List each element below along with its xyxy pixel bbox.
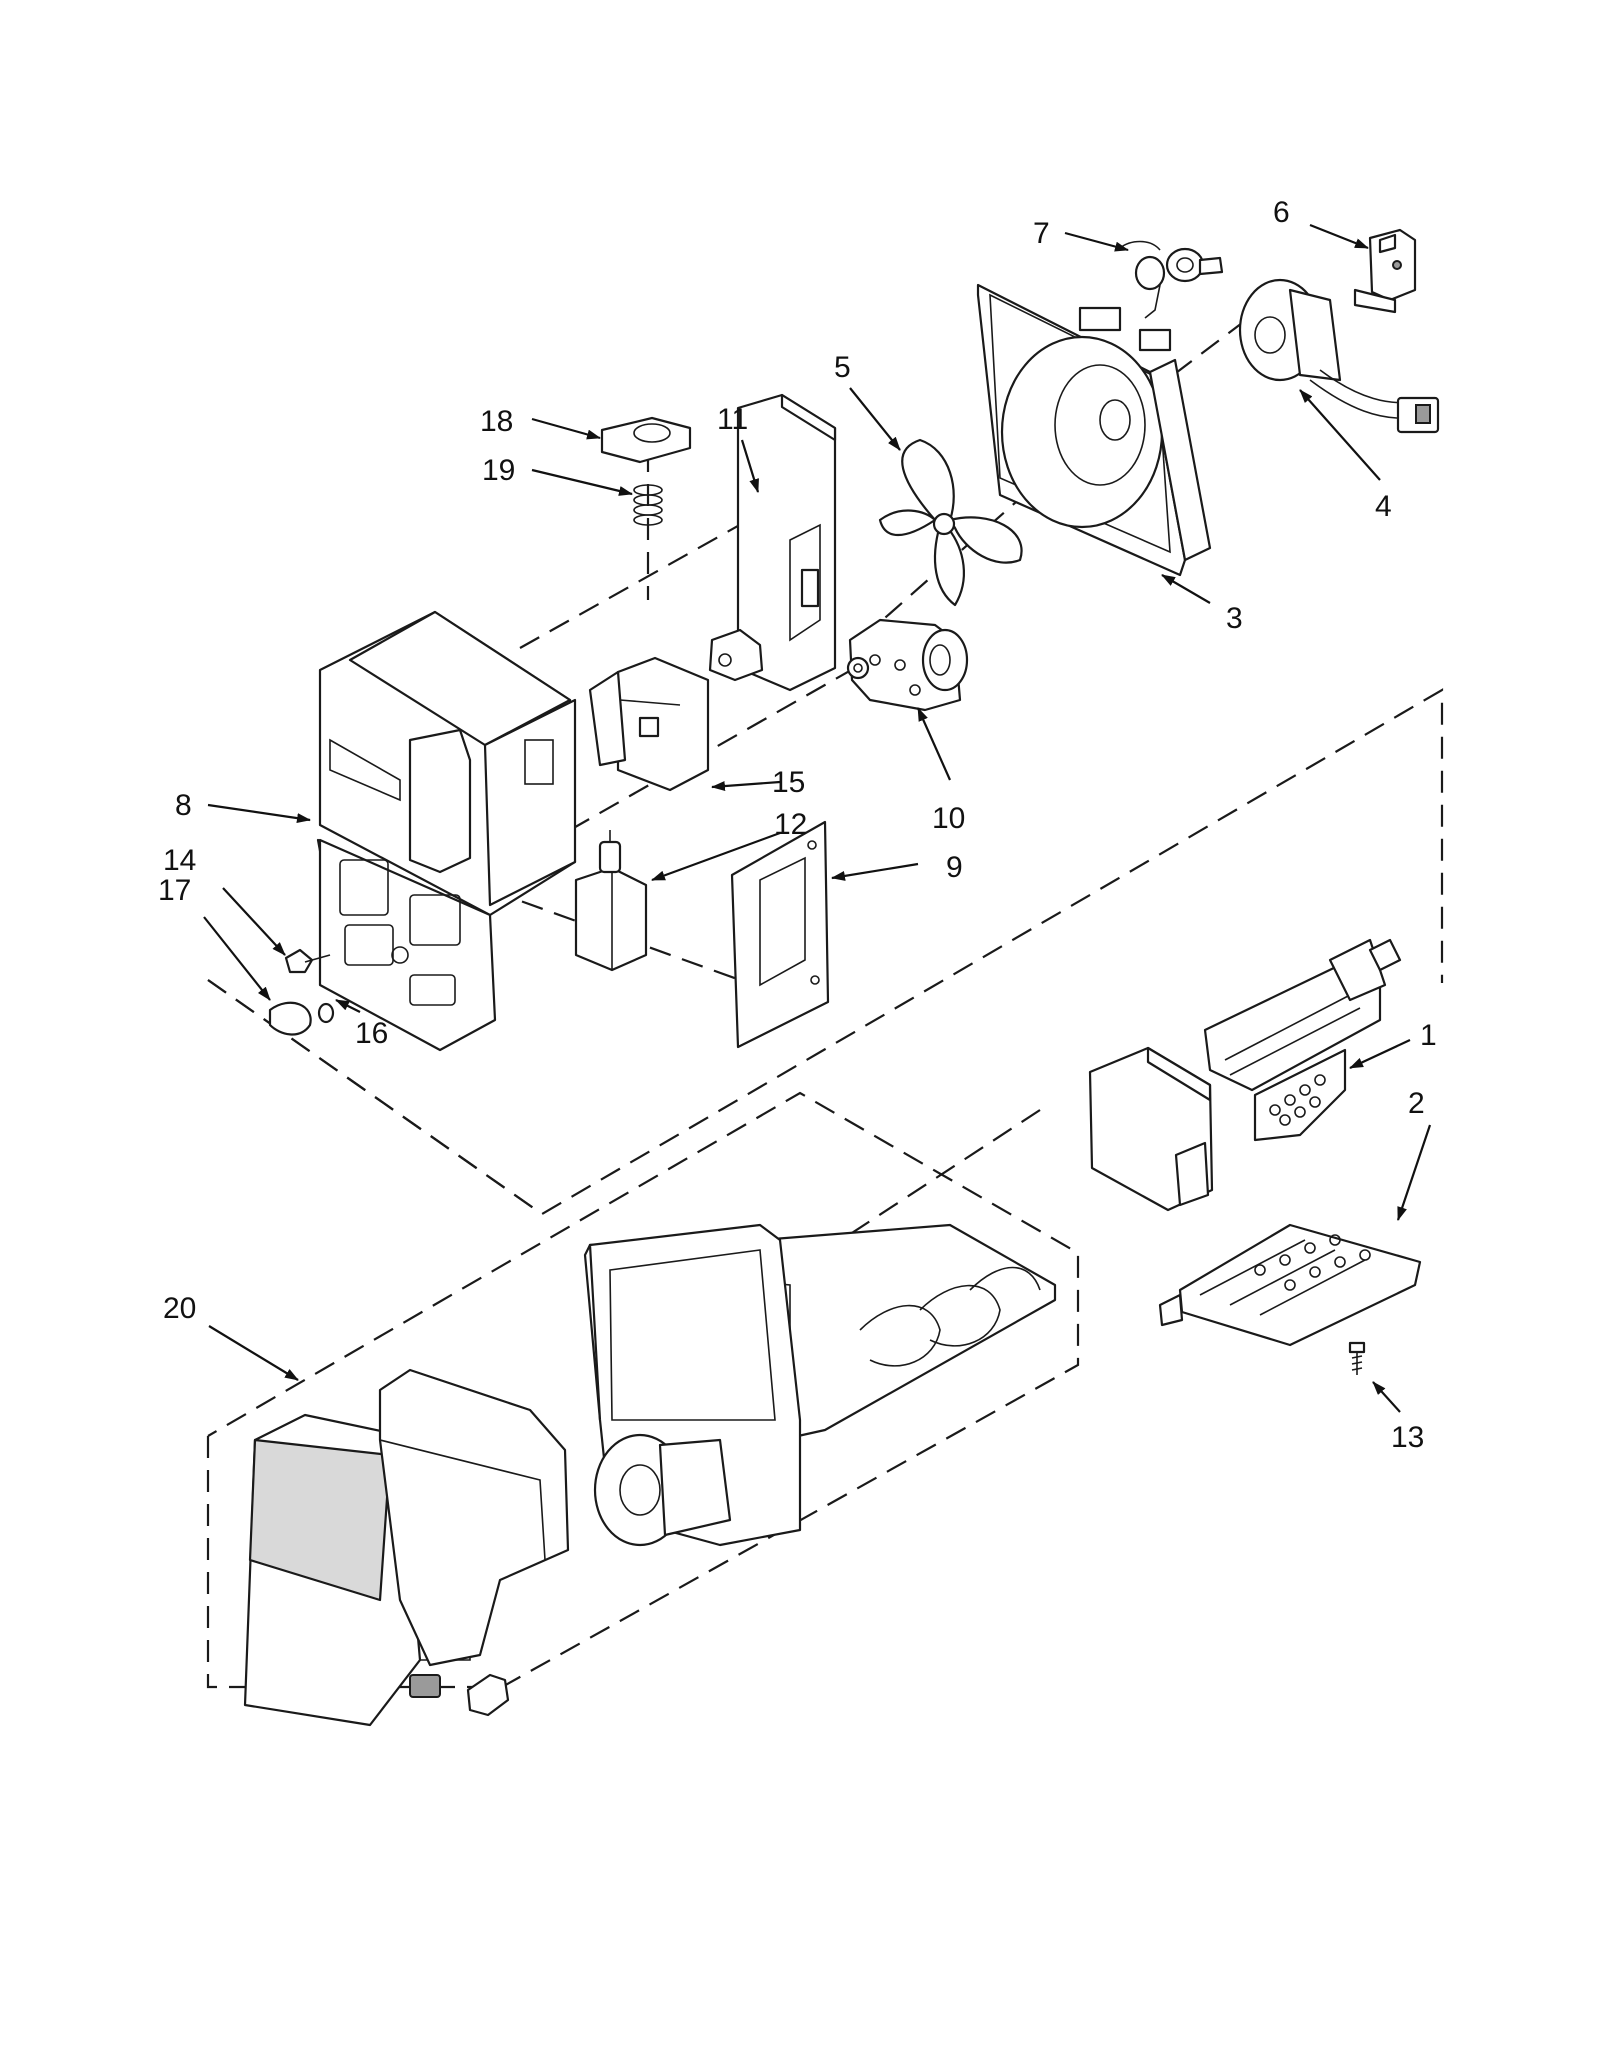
part-5-fan-blade: [878, 438, 1023, 607]
callout-9: 9: [946, 851, 963, 884]
callout-4: 4: [1375, 490, 1392, 523]
part-14-screw: [284, 948, 331, 974]
callout-20: 20: [163, 1292, 196, 1325]
callout-6: 6: [1273, 196, 1290, 229]
part-6-bracket: [1353, 228, 1417, 314]
part-20-ice-bin-assembly: [243, 1223, 1057, 1727]
callout-3: 3: [1226, 602, 1243, 635]
part-13-screw: [1348, 1341, 1366, 1375]
part-7-sensor: [1119, 240, 1224, 319]
callout-19: 19: [482, 454, 515, 487]
callout-1: 1: [1420, 1019, 1437, 1052]
part-9-bezel: [730, 820, 830, 1049]
callout-16: 16: [355, 1017, 388, 1050]
callout-17: 17: [158, 874, 191, 907]
assembly-outline-lower: [207, 688, 1444, 1216]
callout-13: 13: [1391, 1421, 1424, 1454]
part-19-spring: [633, 484, 663, 526]
part-2-ejector-rack: [1158, 1223, 1422, 1347]
callout-10: 10: [932, 802, 965, 835]
leader-arrows: [203, 223, 1432, 1413]
part-11-cover: [708, 393, 837, 692]
part-16-washer: [317, 1002, 335, 1024]
assembly-outline-ice-bin: [206, 1091, 1080, 1689]
callout-5: 5: [834, 351, 851, 384]
part-17-clip: [268, 1001, 312, 1036]
callout-14: 14: [163, 844, 196, 877]
callout-15: 15: [772, 766, 805, 799]
part-4-fan-motor: [1238, 278, 1440, 434]
part-10-drive-motor: [846, 618, 969, 712]
callout-labels: 1 2 3 4 5 6 7 8 9 10 11 12 13 14 15 16 1…: [158, 196, 1437, 1454]
part-1-icemaker: [1088, 938, 1402, 1212]
callout-2: 2: [1408, 1087, 1425, 1120]
part-18-cap: [600, 416, 692, 464]
part-15-bracket: [588, 656, 710, 792]
part-8-dispenser-housing: [316, 610, 577, 1052]
callout-18: 18: [480, 405, 513, 438]
part-3-housing-frame: [976, 283, 1212, 577]
callout-8: 8: [175, 789, 192, 822]
part-12-solenoid: [574, 830, 648, 972]
callout-7: 7: [1033, 217, 1050, 250]
callout-12: 12: [774, 808, 807, 841]
callout-11: 11: [717, 403, 748, 436]
